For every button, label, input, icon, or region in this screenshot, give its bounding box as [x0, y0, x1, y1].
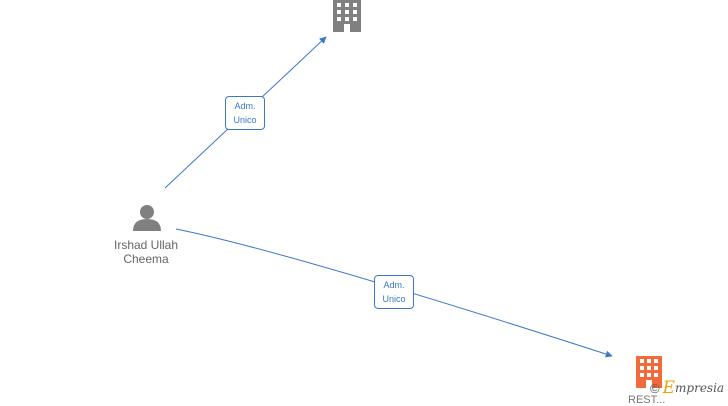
relation-label-1-type: Unico	[233, 115, 257, 125]
relation-label-1: Adm. Unico	[225, 96, 265, 130]
brand-watermark: © E mpresia	[650, 378, 724, 398]
brand-logo-text: mpresia	[675, 381, 725, 395]
person-name-line1: Irshad Ullah	[113, 238, 179, 252]
person-name-line2: Cheema	[123, 252, 169, 266]
edge-person-to-company-2	[175, 228, 613, 358]
person-name-label[interactable]: Irshad Ullah Cheema	[100, 238, 192, 266]
copyright-symbol: ©	[650, 380, 660, 396]
building-icon[interactable]	[333, 0, 361, 32]
person-icon[interactable]	[133, 205, 161, 231]
relation-label-1-role: Adm.	[234, 101, 256, 111]
building-icon-highlighted[interactable]	[636, 356, 662, 388]
relation-label-2: Adm. Unico	[374, 275, 414, 309]
relation-label-2-role: Adm.	[383, 280, 405, 290]
brand-logo-initial: E	[662, 378, 676, 398]
relation-label-2-type: Unico	[382, 294, 406, 304]
